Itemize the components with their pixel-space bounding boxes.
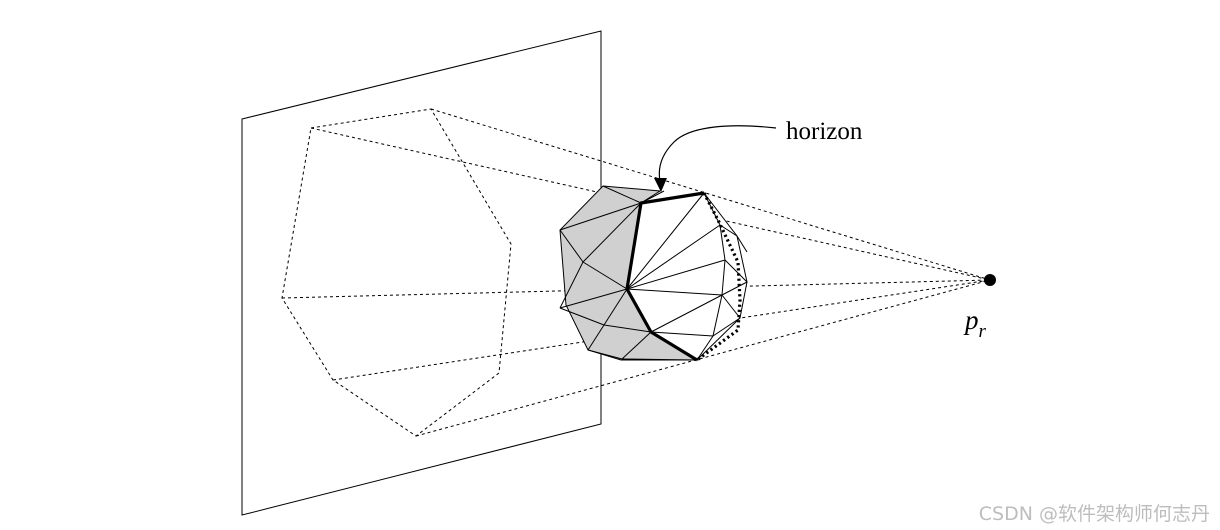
point-label-subscript: r (978, 321, 986, 343)
horizon-label: horizon (786, 118, 863, 145)
projected-silhouette (281, 108, 512, 437)
projection-plane (241, 30, 602, 516)
horizon-leader-arrow (658, 125, 777, 182)
watermark: CSDN @软件架构师何志丹 (978, 503, 1210, 525)
horizon-edge (625, 191, 705, 362)
point-label-main: p (965, 305, 979, 335)
projection-point (984, 274, 996, 286)
arrow-head (654, 178, 667, 192)
point-label: pr (965, 305, 986, 343)
